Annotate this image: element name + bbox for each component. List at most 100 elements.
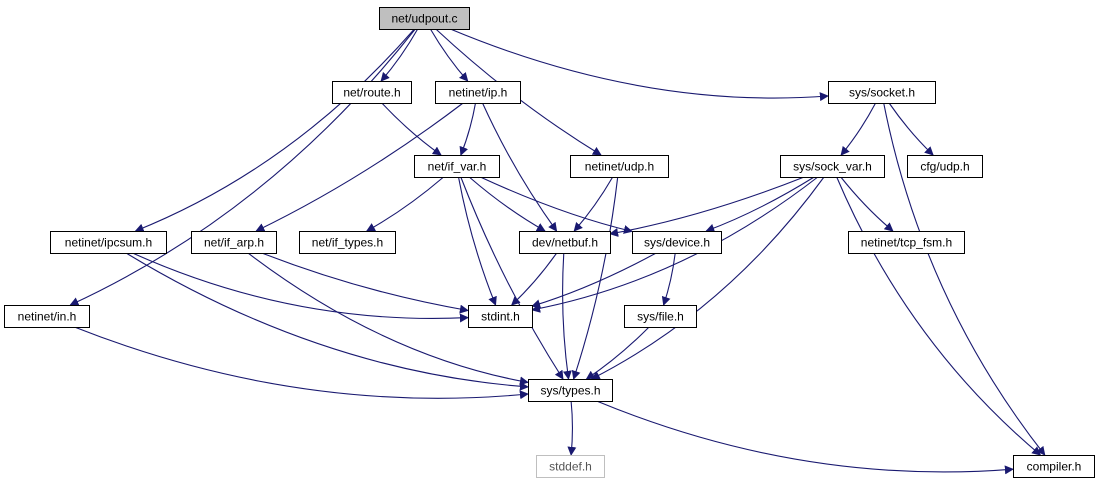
node-socket[interactable]: sys/socket.h <box>828 81 936 104</box>
node-cfgudp[interactable]: cfg/udp.h <box>907 155 983 178</box>
edge-sockvar-to-tcpfsm <box>840 176 894 232</box>
node-sockvar-box <box>780 155 885 178</box>
edge-ipcsum-to-types <box>125 252 529 391</box>
node-netbuf-label: dev/netbuf.h <box>532 236 598 250</box>
node-in-box <box>4 305 90 328</box>
node-tcpfsm-label: netinet/tcp_fsm.h <box>861 236 952 250</box>
node-udpout-box <box>379 7 470 30</box>
edge-device-to-file <box>661 252 676 306</box>
edge-sockvar-to-netbuf <box>609 176 805 237</box>
node-device-box <box>632 231 722 254</box>
edge-ifarp-to-types <box>247 252 529 386</box>
edge-ifvar-to-device <box>480 176 633 234</box>
node-device-label: sys/device.h <box>644 236 710 250</box>
edge-ipcsum-to-stdint <box>132 252 469 323</box>
node-stddef[interactable]: stddef.h <box>536 455 605 478</box>
node-in[interactable]: netinet/in.h <box>4 305 90 328</box>
node-ipcsum-box <box>50 231 167 254</box>
node-ipcsum-label: netinet/ipcsum.h <box>65 236 152 250</box>
edge-netbuf-to-types <box>562 252 572 380</box>
edge-ifvar-to-netbuf <box>468 176 546 232</box>
node-ip[interactable]: netinet/ip.h <box>435 81 521 104</box>
edge-layer <box>69 28 1046 475</box>
node-file-label: sys/file.h <box>637 310 684 324</box>
edge-udpout-to-socket <box>450 28 829 102</box>
node-stdint[interactable]: stdint.h <box>468 305 533 328</box>
node-sockvar[interactable]: sys/sock_var.h <box>780 155 885 178</box>
node-device[interactable]: sys/device.h <box>632 231 722 254</box>
node-socket-box <box>828 81 936 104</box>
edge-ifvar-to-types <box>460 176 564 380</box>
node-iftypes[interactable]: net/if_types.h <box>299 231 396 254</box>
edge-ip-to-netbuf <box>481 102 558 232</box>
edge-ifvar-to-stdint <box>457 176 497 306</box>
node-cfgudp-label: cfg/udp.h <box>920 160 969 174</box>
edge-file-to-types <box>585 326 650 380</box>
node-in-label: netinet/in.h <box>18 310 77 324</box>
node-ifarp[interactable]: net/if_arp.h <box>191 231 277 254</box>
edge-device-to-stdint <box>531 252 657 309</box>
node-udph[interactable]: netinet/udp.h <box>570 155 669 178</box>
edge-socket-to-sockvar <box>840 102 877 156</box>
node-ifvar-box <box>414 155 500 178</box>
node-types-box <box>528 379 613 402</box>
edge-in-to-types <box>74 326 529 400</box>
node-cfgudp-box <box>907 155 983 178</box>
node-types[interactable]: sys/types.h <box>528 379 613 402</box>
node-sockvar-label: sys/sock_var.h <box>793 160 872 174</box>
edge-ifarp-to-stdint <box>261 252 469 314</box>
node-stddef-box <box>536 455 605 478</box>
edge-types-to-compiler <box>596 400 1014 475</box>
edge-sockvar-to-compiler <box>836 176 1042 456</box>
edge-socket-to-compiler <box>883 102 1046 456</box>
node-netbuf[interactable]: dev/netbuf.h <box>519 231 611 254</box>
node-ip-box <box>435 81 521 104</box>
node-tcpfsm-box <box>848 231 965 254</box>
node-ifvar-label: net/if_var.h <box>428 160 487 174</box>
edge-udpout-to-route <box>380 28 419 82</box>
edge-netbuf-to-stdint <box>511 252 558 306</box>
node-types-label: sys/types.h <box>540 384 600 398</box>
node-compiler[interactable]: compiler.h <box>1013 455 1095 478</box>
node-iftypes-label: net/if_types.h <box>312 236 383 250</box>
edge-udpout-to-ip <box>429 28 469 82</box>
node-iftypes-box <box>299 231 396 254</box>
edge-ifvar-to-iftypes <box>366 176 444 232</box>
node-compiler-box <box>1013 455 1095 478</box>
edge-ip-to-ifvar <box>459 102 477 156</box>
node-udph-box <box>570 155 669 178</box>
node-udpout[interactable]: net/udpout.c <box>379 7 470 30</box>
node-udph-label: netinet/udp.h <box>585 160 654 174</box>
node-tcpfsm[interactable]: netinet/tcp_fsm.h <box>848 231 965 254</box>
edge-udph-to-types <box>571 176 619 380</box>
node-stddef-label: stddef.h <box>549 460 592 474</box>
node-route-label: net/route.h <box>343 86 400 100</box>
edge-sockvar-to-types <box>590 176 825 380</box>
node-stdint-label: stdint.h <box>481 310 520 324</box>
node-ipcsum[interactable]: netinet/ipcsum.h <box>50 231 167 254</box>
edge-ip-to-ifarp <box>255 102 464 232</box>
node-ifarp-box <box>191 231 277 254</box>
node-ip-label: netinet/ip.h <box>449 86 508 100</box>
node-file-box <box>624 305 697 328</box>
node-ifarp-label: net/if_arp.h <box>204 236 264 250</box>
node-route-box <box>332 81 412 104</box>
edge-sockvar-to-device <box>705 176 815 233</box>
edge-socket-to-cfgudp <box>888 102 934 156</box>
node-netbuf-box <box>519 231 611 254</box>
edge-route-to-ifvar <box>381 102 442 156</box>
node-file[interactable]: sys/file.h <box>624 305 697 328</box>
node-socket-label: sys/socket.h <box>849 86 915 100</box>
edge-sockvar-to-stdint <box>531 176 819 313</box>
node-layer: net/udpout.c net/route.h netinet/ip.h sys/s… <box>4 7 1095 478</box>
node-ifvar[interactable]: net/if_var.h <box>414 155 500 178</box>
edge-types-to-stddef <box>567 400 577 456</box>
node-stdint-box <box>468 305 533 328</box>
edge-udpout-to-in <box>69 28 416 306</box>
edge-udph-to-netbuf <box>573 176 614 232</box>
node-route[interactable]: net/route.h <box>332 81 412 104</box>
node-compiler-label: compiler.h <box>1027 460 1082 474</box>
node-udpout-label: net/udpout.c <box>391 12 457 26</box>
edge-udpout-to-ipcsum <box>134 28 415 233</box>
